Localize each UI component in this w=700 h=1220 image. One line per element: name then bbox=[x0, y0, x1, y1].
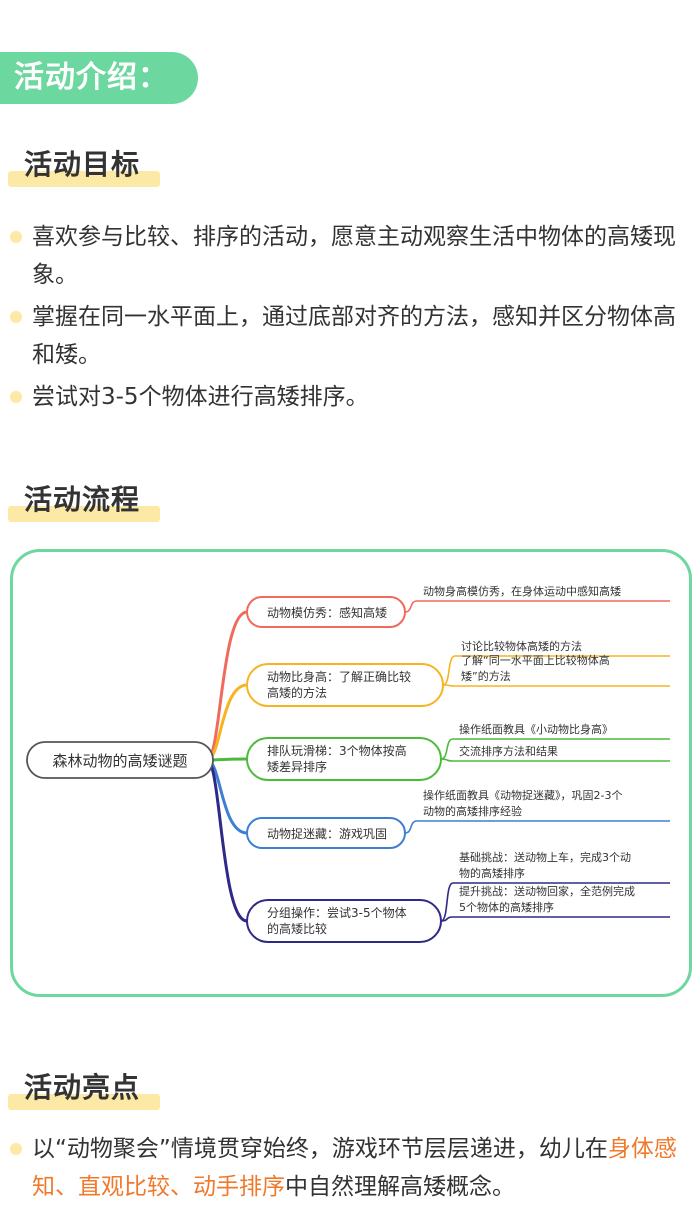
list-item: 喜欢参与比较、排序的活动，愿意主动观察生活中物体的高矮现象。 bbox=[10, 218, 694, 294]
heading-highlight bbox=[8, 171, 160, 187]
goals-heading-text: 活动目标 bbox=[24, 148, 141, 181]
leaf-label: 基础挑战：送动物上车，完成3个动物的高矮排序 bbox=[459, 850, 631, 880]
leaf-connector bbox=[404, 820, 670, 834]
root-node bbox=[26, 741, 214, 779]
bullet-dot-icon bbox=[10, 391, 22, 403]
goals-heading: 活动目标 bbox=[8, 145, 160, 189]
goals-list: 喜欢参与比较、排序的活动，愿意主动观察生活中物体的高矮现象。 掌握在同一水平面上… bbox=[10, 218, 694, 420]
leaf-connector bbox=[404, 600, 670, 613]
bullet-dot-icon bbox=[10, 311, 22, 323]
highlights-heading-text: 活动亮点 bbox=[24, 1071, 141, 1104]
process-mindmap: 森林动物的高矮谜题 动物模仿秀：感知高矮 动物身高模仿秀，在身体运动中感知高矮动物比… bbox=[26, 584, 670, 943]
leaf-label: 操作纸面教具《小动物比身高》 bbox=[459, 722, 613, 736]
heading-highlight bbox=[8, 1094, 160, 1110]
list-item: 掌握在同一水平面上，通过底部对齐的方法，感知并区分物体高和矮。 bbox=[10, 298, 694, 374]
leaf-connector bbox=[442, 655, 670, 686]
highlight-emphasis: 身体感知、直观比较、动手排序 bbox=[32, 1136, 677, 1200]
root-node-label: 森林动物的高矮谜题 bbox=[52, 752, 187, 770]
branch-node-label: 动物比身高：了解正确比较高矮的方法 bbox=[267, 669, 411, 700]
goal-text: 喜欢参与比较、排序的活动，愿意主动观察生活中物体的高矮现象。 bbox=[32, 224, 676, 288]
branch-node-label: 排队玩滑梯：3个物体按高矮差异排序 bbox=[267, 743, 407, 774]
branch-node-label: 动物捉迷藏：游戏巩固 bbox=[267, 826, 387, 841]
leaf-label: 动物身高模仿秀，在身体运动中感知高矮 bbox=[423, 584, 621, 598]
highlights-list: 以“动物聚会”情境贯穿始终，游戏环节层层递进，幼儿在身体感知、直观比较、动手排序… bbox=[10, 1130, 694, 1210]
leaf-connector bbox=[440, 916, 670, 922]
heading-highlight bbox=[8, 506, 160, 522]
leaf-label: 交流排序方法和结果 bbox=[459, 744, 558, 758]
highlights-heading: 活动亮点 bbox=[8, 1068, 160, 1112]
process-heading: 活动流程 bbox=[8, 480, 160, 524]
leaf-label: 操作纸面教具《动物捉迷藏》，巩固2-3个动物的高矮排序经验 bbox=[423, 788, 622, 818]
leaf-label: 了解“同一水平面上比较物体高矮”的方法 bbox=[461, 653, 610, 683]
branch-node-label: 分组操作：尝试3-5个物体的高矮比较 bbox=[267, 905, 407, 936]
goal-text: 掌握在同一水平面上，通过底部对齐的方法，感知并区分物体高和矮。 bbox=[32, 304, 676, 368]
goal-text: 尝试对3-5个物体进行高矮排序。 bbox=[32, 384, 369, 410]
leaf-connector bbox=[442, 684, 670, 687]
bullet-dot-icon bbox=[10, 231, 22, 243]
leaf-connector bbox=[440, 882, 670, 922]
branch-node-label: 动物模仿秀：感知高矮 bbox=[267, 605, 387, 620]
highlight-text-after: 中自然理解高矮概念。 bbox=[285, 1174, 515, 1200]
leaf-label: 讨论比较物体高矮的方法 bbox=[461, 639, 582, 653]
intro-title: 活动介绍： bbox=[0, 52, 198, 104]
leaf-connector bbox=[440, 758, 670, 762]
process-heading-text: 活动流程 bbox=[24, 483, 141, 516]
branch-connector bbox=[205, 758, 249, 923]
highlight-text-before: 以“动物聚会”情境贯穿始终，游戏环节层层递进，幼儿在 bbox=[32, 1136, 608, 1162]
list-item: 尝试对3-5个物体进行高矮排序。 bbox=[10, 378, 694, 416]
list-item: 以“动物聚会”情境贯穿始终，游戏环节层层递进，幼儿在身体感知、直观比较、动手排序… bbox=[10, 1130, 694, 1206]
bullet-dot-icon bbox=[10, 1143, 22, 1155]
